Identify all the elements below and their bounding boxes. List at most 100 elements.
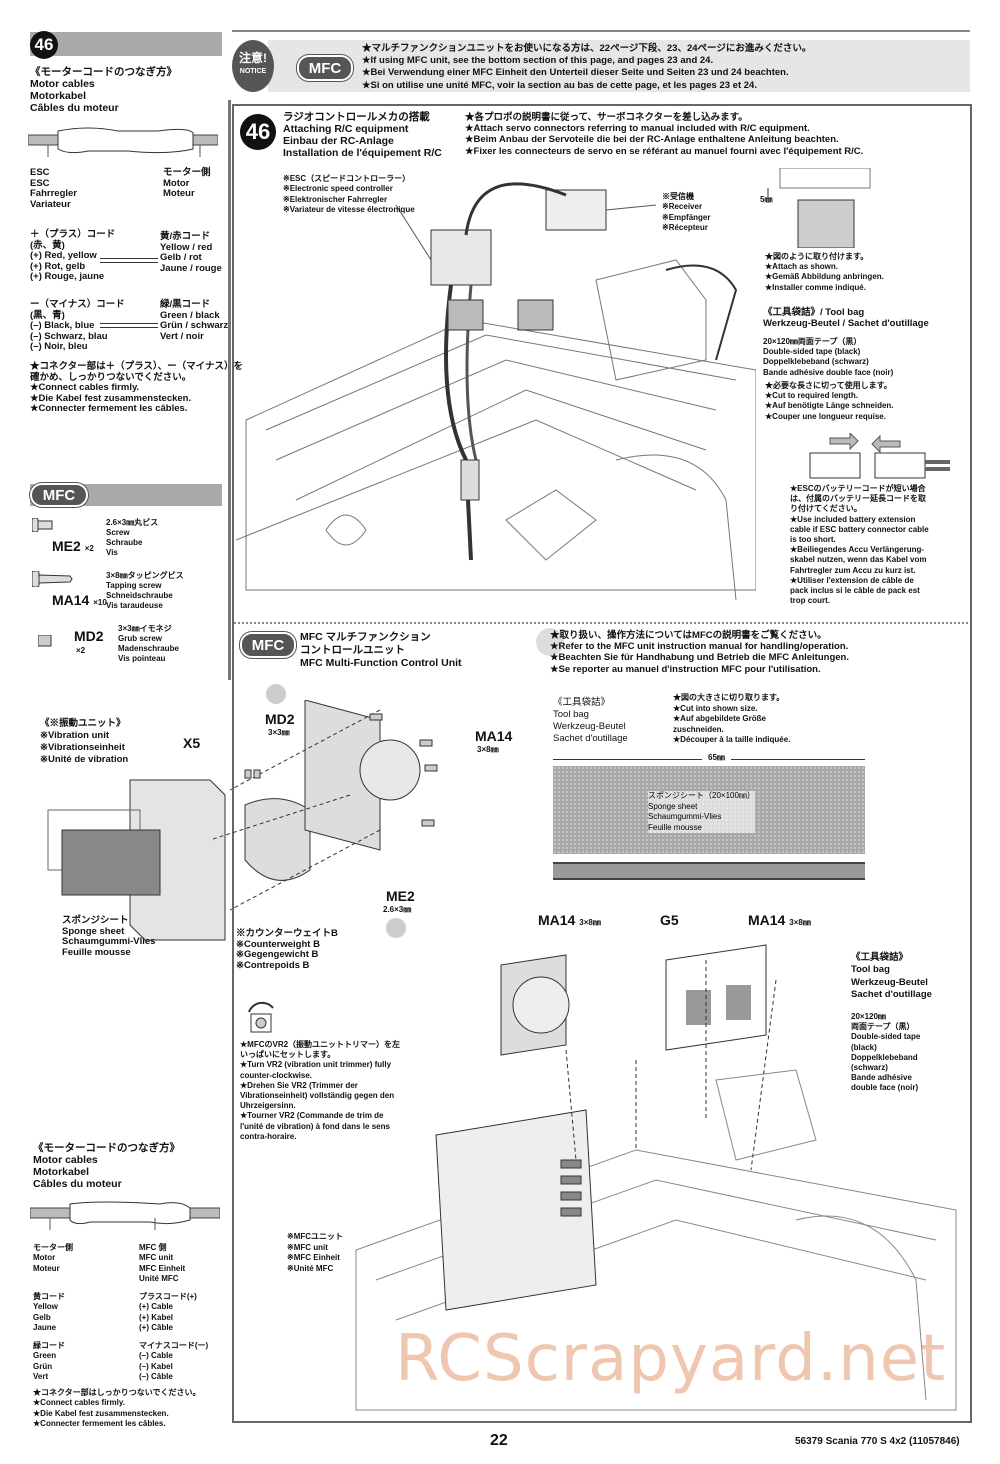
text-line: (黒、青)	[30, 309, 65, 321]
left-column-divider	[228, 100, 231, 680]
text-line: ★必要な長さに切って使用します。	[765, 381, 892, 390]
text-line: ★Beiliegendes Accu Verlängerung-	[790, 545, 925, 555]
text-line: cable if ESC battery connector cable	[790, 524, 929, 534]
text-line: Tapping screw	[106, 581, 162, 590]
model-number: 56379 Scania 770 S 4x2 (11057846)	[795, 1436, 960, 1447]
text-line: いっぱいにセットします。	[240, 1050, 336, 1060]
double-sided-tape-label: 20×120㎜両面テープ（黒）Double-sided tape (black)…	[763, 337, 893, 378]
text-line: zuschneiden.	[673, 724, 724, 734]
text-line: Vis taraudeuse	[106, 601, 163, 610]
text-line: ★Gemäß Abbildung anbringen.	[765, 272, 884, 282]
text-line: ★コネクター部はしっかりつないでください。	[33, 1388, 201, 1397]
text-line: ★ESCのバッテリーコードが短い場合	[790, 484, 926, 493]
text-line: ※Unité MFC	[287, 1263, 334, 1273]
rc-install-illustration	[236, 182, 756, 601]
text-line: Fahrregler	[30, 188, 77, 200]
text-line: MFC Multi-Function Control Unit	[300, 657, 462, 669]
step-number-badge: 46	[30, 31, 58, 59]
text-line: ＋（プラス）コード	[30, 229, 116, 240]
text-line: Jaune / rouge	[160, 262, 222, 274]
text-line: Bande adhésive	[851, 1073, 912, 1083]
md2-grub-screw-icon	[38, 635, 52, 647]
text-line: Gelb	[33, 1312, 51, 1322]
esc-label: ※ESC（スピードコントローラー）※Electronic speed contr…	[283, 174, 415, 216]
plus-cable-label: ＋（プラス）コード(赤、黄)(+) Red, yellow(+) Rot, ge…	[30, 229, 116, 283]
mfc-section-badge: MFC	[240, 632, 296, 658]
text-line: ★Connecter fermement les câbles.	[33, 1419, 166, 1429]
text-line: ★マルチファンクションユニットをお使いになる方は、22ページ下段、23、24ペー…	[362, 43, 812, 54]
minus-cable-label-bottom: マイナスコード(ー)(–) Cable(–) Kabel(–) Câble	[139, 1341, 208, 1383]
text-line: Werkzeug-Beutel	[851, 976, 928, 988]
text-line: ※Récepteur	[662, 223, 708, 233]
text-line: Green	[33, 1351, 57, 1361]
text-line: Schaumgummi-Vlies	[648, 812, 722, 821]
text-line: ※Contrepoids B	[236, 959, 310, 971]
text-line: trop court.	[790, 596, 830, 606]
text-line: Doppelklebeband (schwarz)	[763, 357, 869, 367]
text-line: 3×8㎜タッピングビス	[106, 571, 184, 580]
text-line: ※Elektronischer Fahrregler	[283, 194, 388, 204]
text-line: モーター側	[33, 1243, 73, 1252]
plus-cable-label-bottom: プラスコード(+)(+) Cable(+) Kabel(+) Câble	[139, 1292, 197, 1334]
vibration-unit-illustration	[47, 700, 438, 941]
text-line: MFC マルチファンクション	[300, 631, 431, 643]
minus-connector-line	[100, 323, 158, 328]
vibration-unit-label: 《※振動ユニット》※Vibration unit※Vibrationseinhe…	[40, 718, 128, 766]
notice-badge-jp: 注意!	[239, 51, 267, 65]
text-line: Motor cables	[30, 78, 95, 90]
text-line: ★Cut to required length.	[765, 391, 858, 401]
text-line: pack inclus si le câble de pack est	[790, 586, 920, 596]
text-line: Feuille mousse	[62, 946, 131, 958]
sponge-sheet-template	[553, 766, 865, 854]
text-line: ★Attach as shown.	[765, 262, 838, 272]
text-line: 《工具袋詰》	[553, 697, 611, 708]
text-line: l'unité de vibration) à fond dans le sen…	[240, 1121, 390, 1131]
text-line: ★Use included battery extension	[790, 514, 916, 524]
ma14-right-label: MA14 3×8㎜	[748, 912, 811, 928]
text-line: ★Bei Verwendung einer MFC Einheit den Un…	[362, 67, 789, 79]
counterweight-label: ※カウンターウェイトB※Counterweight B※Gegengewicht…	[236, 928, 338, 971]
text-line: Schraube	[106, 538, 143, 547]
mfc-unit-label: ※MFCユニット※MFC unit※MFC Einheit※Unité MFC	[287, 1232, 343, 1274]
text-line: ※受信機	[662, 192, 694, 201]
text-line: ★Se reporter au manuel d'instruction MFC…	[550, 663, 821, 675]
text-line: Schaumgummi-Vlies	[62, 936, 156, 948]
text-line: ★図の大きさに切り取ります。	[673, 693, 785, 702]
mfc-parts-badge: MFC	[30, 483, 88, 507]
text-line: 黄/赤コード	[160, 231, 211, 242]
note-circle-decoration	[536, 628, 564, 656]
receiver-label: ※受信機※Receiver※Empfänger※Récepteur	[662, 192, 711, 234]
text-line: ★Connect cables firmly.	[33, 1398, 125, 1408]
text-line: is too short.	[790, 535, 836, 545]
text-line: 2.6×3㎜丸ビス	[106, 518, 159, 527]
notice-panel	[268, 40, 970, 92]
text-line: ※MFC Einheit	[287, 1253, 340, 1262]
text-line: MFC 側	[139, 1243, 167, 1252]
md2-size: 3×3㎜	[268, 728, 290, 737]
text-line: ★Connect cables firmly.	[30, 382, 140, 394]
text-line: Vert / noir	[160, 330, 204, 342]
top-rule	[232, 30, 970, 32]
text-line: プラスコード(+)	[139, 1292, 197, 1301]
text-line: Motor	[33, 1253, 56, 1263]
mfc-manual-notes: ★取り扱い、操作方法についてはMFCの説明書をご覧ください。★Refer to …	[550, 630, 849, 675]
text-line: Vis	[106, 548, 118, 557]
text-line: ★取り扱い、操作方法についてはMFCの説明書をご覧ください。	[550, 630, 827, 641]
text-line: Attaching R/C equipment	[283, 123, 409, 135]
step-header-bar	[30, 32, 222, 56]
text-line: (+) Rot, gelb	[30, 260, 86, 272]
notice-badge: 注意! NOTICE	[232, 40, 274, 92]
mfc-section-divider	[234, 622, 968, 624]
text-line: 《モーターコードのつなぎ方》	[30, 66, 177, 78]
text-line: (black)	[851, 1042, 877, 1052]
text-line: 緑/黒コード	[160, 299, 211, 310]
text-line: ★Beachten Sie für Handhabung und Betrieb…	[550, 652, 849, 664]
text-line: (+) Kabel	[139, 1312, 174, 1322]
text-line: マイナスコード(ー)	[139, 1341, 209, 1350]
